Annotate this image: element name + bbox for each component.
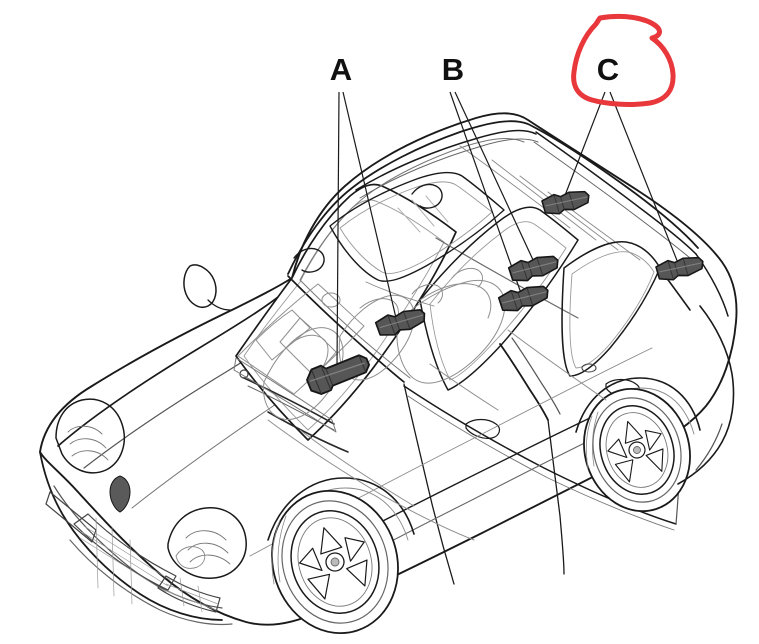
a-pillar-2 — [299, 279, 411, 379]
door-shut-front — [403, 383, 455, 585]
rear-headrest-r — [451, 267, 483, 288]
seat-front-left-back — [285, 334, 329, 369]
wiper-left — [243, 377, 335, 425]
side-window-rear-inner — [569, 251, 655, 369]
roof-rear-edge — [435, 237, 579, 319]
side-mirror — [183, 264, 217, 308]
door-shut-rear — [547, 419, 565, 575]
callout-labels: A B C — [330, 52, 619, 87]
leader-a-1 — [336, 91, 340, 367]
red-circle-path — [571, 13, 676, 107]
gear-lever — [321, 292, 341, 308]
roof-rail-left-2 — [359, 138, 539, 199]
roof-rail-right-2 — [533, 141, 691, 259]
lower-valance — [69, 539, 233, 626]
rear-wheel — [583, 387, 691, 513]
door-panel-left — [299, 429, 415, 507]
leader-c-2 — [609, 91, 679, 264]
headlight-left-detail — [67, 425, 109, 461]
b-pillar-2 — [511, 337, 561, 415]
headlight-left — [55, 398, 126, 474]
rear-wheel-arch — [575, 377, 701, 433]
upper-grille — [45, 491, 97, 543]
roof-rail-right — [535, 131, 697, 255]
label-a: A — [330, 52, 352, 87]
rear-bench-back — [419, 283, 492, 319]
front-bumper — [39, 451, 223, 621]
right-grille — [157, 575, 221, 613]
right-grille-mesh — [163, 577, 219, 613]
vehicle-body — [39, 112, 738, 635]
leader-lines — [336, 91, 679, 367]
beltline-2 — [407, 395, 675, 531]
rear-seat-shadow — [429, 363, 499, 411]
headlight-right — [167, 507, 247, 579]
front-wheel-arch — [267, 477, 415, 541]
b-pillar — [499, 343, 549, 421]
crest-emblem — [109, 475, 131, 513]
roof-panel — [287, 120, 699, 275]
side-mirror-arm — [207, 299, 231, 311]
interior — [237, 267, 607, 541]
red-circle-annotation — [571, 13, 676, 107]
front-wheel — [271, 489, 399, 635]
headlight-right-lens — [175, 546, 206, 569]
side-window-rear — [561, 241, 661, 377]
leader-a-2 — [342, 91, 397, 319]
rear-headrest-l — [411, 283, 443, 304]
label-c: C — [597, 52, 619, 87]
door-handle-front — [465, 418, 501, 439]
sunroof-glass-highlight — [397, 195, 449, 233]
roof-seam-3 — [519, 175, 619, 251]
wiper-pivot — [239, 369, 249, 379]
cargo-floor — [507, 329, 607, 401]
grab-handle-2 — [411, 183, 443, 209]
leader-b-1 — [449, 91, 523, 297]
leader-b-2 — [454, 91, 535, 263]
fuel-filler — [581, 363, 597, 373]
center-grille — [73, 513, 177, 591]
side-window-front — [419, 206, 579, 391]
leader-c-1 — [563, 91, 606, 199]
cowl — [233, 357, 337, 433]
sunroof — [329, 171, 505, 282]
roof-front-edge — [299, 138, 525, 281]
rear-quarter-panel — [677, 305, 735, 485]
hood — [57, 279, 299, 447]
headlight-right-detail — [185, 530, 231, 565]
label-b: B — [442, 52, 464, 87]
center-grille-mesh — [79, 517, 171, 605]
grab-handle-1 — [293, 247, 325, 273]
rear-bumper — [695, 423, 723, 471]
center-console — [279, 317, 337, 377]
interior-floor — [267, 419, 475, 541]
